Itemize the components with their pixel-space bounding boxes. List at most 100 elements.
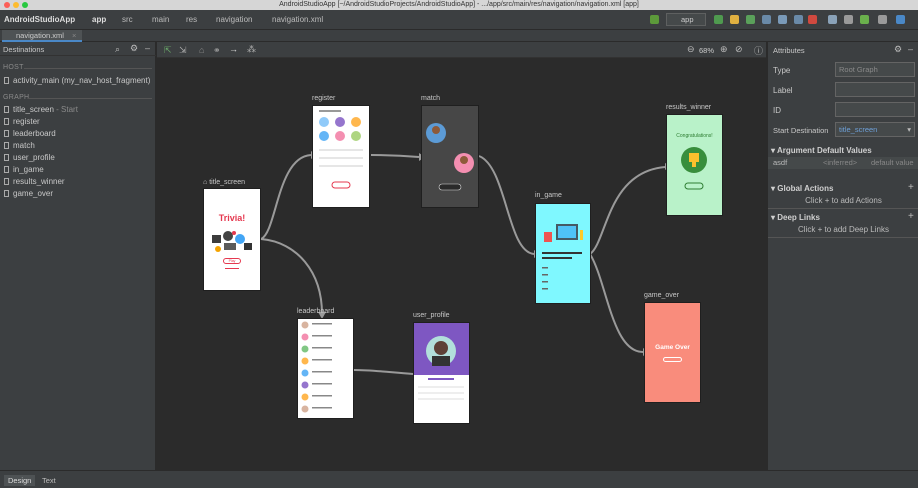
breadcrumb-app[interactable]: app bbox=[92, 15, 107, 24]
zoom-window-button[interactable] bbox=[22, 2, 28, 8]
screen-user-profile[interactable] bbox=[413, 322, 470, 424]
chevron-down-icon: ▾ bbox=[907, 125, 911, 134]
fragment-icon bbox=[4, 142, 9, 149]
tab-design[interactable]: Design bbox=[4, 475, 36, 486]
play-button[interactable]: Play bbox=[223, 258, 241, 264]
run-config-select[interactable]: app bbox=[666, 13, 706, 26]
search-icon[interactable]: ⌕ bbox=[115, 44, 121, 54]
new-destination-icon[interactable]: ⇱ bbox=[164, 45, 172, 55]
search-icon[interactable] bbox=[878, 15, 887, 24]
breadcrumb-main[interactable]: main bbox=[152, 15, 170, 24]
auto-arrange-icon[interactable]: ⁂ bbox=[247, 44, 256, 54]
deep-links-header[interactable]: ▾ Deep Links bbox=[771, 213, 820, 222]
screen-leaderboard[interactable] bbox=[297, 318, 354, 419]
screen-title-screen[interactable]: Trivia! Play bbox=[203, 188, 261, 291]
assistant-icon[interactable] bbox=[896, 15, 905, 24]
window-title-bar: AndroidStudioApp [~/AndroidStudioProject… bbox=[0, 0, 918, 10]
destination-label-leaderboard: leaderboard bbox=[297, 308, 335, 315]
tab-text[interactable]: Text bbox=[42, 476, 56, 485]
arrow-register-to-match bbox=[370, 154, 420, 158]
zoom-fit-icon[interactable]: ⊘ bbox=[735, 44, 743, 54]
home-icon[interactable]: ⌂ bbox=[199, 45, 205, 55]
sdk-manager-icon[interactable] bbox=[860, 15, 869, 24]
graph-item-game-over[interactable]: game_over bbox=[4, 189, 53, 198]
fragment-icon bbox=[4, 190, 9, 197]
minimize-icon[interactable]: – bbox=[908, 44, 914, 54]
type-field[interactable]: Root Graph bbox=[835, 62, 915, 77]
breadcrumb-navigation-xml[interactable]: navigation.xml bbox=[272, 15, 324, 24]
graph-item-in-game[interactable]: in_game bbox=[4, 165, 44, 174]
argument-default-values-header[interactable]: ▾ Argument Default Values bbox=[771, 146, 872, 155]
divider bbox=[24, 68, 152, 69]
argument-type: <inferred> bbox=[823, 158, 858, 167]
minimize-icon[interactable]: – bbox=[145, 43, 151, 53]
zoom-level: 68% bbox=[699, 46, 715, 55]
destination-label-match: match bbox=[421, 95, 441, 102]
start-destination-label: Start Destination bbox=[773, 126, 829, 135]
global-actions-header[interactable]: ▾ Global Actions bbox=[771, 184, 834, 193]
main-toolbar: AndroidStudioApp app src main res naviga… bbox=[0, 10, 918, 30]
graph-item-results-winner[interactable]: results_winner bbox=[4, 177, 65, 186]
apply-changes-icon[interactable] bbox=[730, 15, 739, 24]
global-actions-hint: Click + to add Actions bbox=[805, 196, 882, 205]
debug-icon[interactable] bbox=[746, 15, 755, 24]
destinations-header: Destinations ⌕ ⚙ – bbox=[0, 42, 156, 56]
breadcrumb-src[interactable]: src bbox=[122, 15, 133, 24]
leaderboard-link[interactable] bbox=[225, 268, 239, 269]
tab-navigation-xml[interactable]: navigation.xml × bbox=[2, 30, 83, 42]
label-label: Label bbox=[773, 86, 793, 95]
label-field[interactable] bbox=[835, 82, 915, 97]
try-again-button[interactable] bbox=[663, 357, 682, 362]
screen-results-winner[interactable]: Congratulations! bbox=[666, 114, 723, 216]
hammer-icon[interactable] bbox=[650, 15, 659, 24]
gear-icon[interactable]: ⚙ bbox=[130, 43, 139, 53]
add-deep-link-icon[interactable]: + bbox=[908, 211, 914, 222]
graph-item-title-screen[interactable]: title_screen - Start bbox=[4, 105, 78, 114]
argument-row[interactable]: asdf <inferred> default value bbox=[768, 157, 918, 169]
nested-graph-icon[interactable]: ⇲ bbox=[179, 45, 187, 55]
destination-label-title-screen: ⌂ title_screen bbox=[203, 179, 245, 186]
match-players-icon bbox=[426, 123, 474, 191]
graph-item-leaderboard[interactable]: leaderboard bbox=[4, 129, 56, 138]
fragment-icon bbox=[4, 178, 9, 185]
deep-link-icon[interactable]: ⚭ bbox=[213, 45, 221, 55]
zoom-in-icon[interactable]: ⊕ bbox=[720, 44, 728, 54]
minimize-window-button[interactable] bbox=[13, 2, 19, 8]
breadcrumb-res[interactable]: res bbox=[186, 15, 198, 24]
graph-item-user-profile[interactable]: user_profile bbox=[4, 153, 55, 162]
congratulations-heading: Congratulations! bbox=[676, 133, 713, 139]
attributes-panel: Attributes ⚙ – Type Root Graph Label ID … bbox=[767, 42, 918, 470]
coverage-icon[interactable] bbox=[794, 15, 803, 24]
add-action-icon[interactable]: → bbox=[229, 44, 238, 54]
close-window-button[interactable] bbox=[4, 2, 10, 8]
breadcrumb-project[interactable]: AndroidStudioApp bbox=[4, 15, 76, 24]
screen-register[interactable] bbox=[312, 105, 370, 208]
close-tab-icon[interactable]: × bbox=[72, 31, 77, 40]
screen-match[interactable] bbox=[421, 105, 479, 208]
start-destination-select[interactable]: title_screen▾ bbox=[835, 122, 915, 137]
id-field[interactable] bbox=[835, 102, 915, 117]
breadcrumb-navigation[interactable]: navigation bbox=[216, 15, 253, 24]
run-icon[interactable] bbox=[714, 15, 723, 24]
canvas-toolbar: ⇱ ⇲ ⌂ ⚭ → ⁂ ⊖ 68% ⊕ ⊘ ⓘ bbox=[157, 42, 766, 58]
fragment-icon bbox=[4, 166, 9, 173]
screen-in-game[interactable] bbox=[535, 203, 591, 304]
attach-debugger-icon[interactable] bbox=[778, 15, 787, 24]
info-icon[interactable]: ⓘ bbox=[754, 46, 764, 56]
graph-item-register[interactable]: register bbox=[4, 117, 40, 126]
host-item[interactable]: activity_main (my_nav_host_fragment) bbox=[4, 76, 150, 85]
stop-icon[interactable] bbox=[808, 15, 817, 24]
divider bbox=[28, 98, 152, 99]
host-section-label: HOST bbox=[3, 64, 24, 71]
add-action-icon[interactable]: + bbox=[908, 182, 914, 193]
screen-game-over[interactable]: Game Over bbox=[644, 302, 701, 403]
zoom-out-icon[interactable]: ⊖ bbox=[687, 44, 695, 54]
argument-name: asdf bbox=[773, 158, 788, 167]
arrow-match-to-in-game bbox=[478, 155, 535, 255]
sync-icon[interactable] bbox=[828, 15, 837, 24]
profile-icon[interactable] bbox=[762, 15, 771, 24]
graph-item-match[interactable]: match bbox=[4, 141, 35, 150]
navigation-graph-canvas[interactable]: ⇱ ⇲ ⌂ ⚭ → ⁂ ⊖ 68% ⊕ ⊘ ⓘ bbox=[157, 42, 766, 470]
gear-icon[interactable]: ⚙ bbox=[894, 44, 903, 54]
avd-manager-icon[interactable] bbox=[844, 15, 853, 24]
